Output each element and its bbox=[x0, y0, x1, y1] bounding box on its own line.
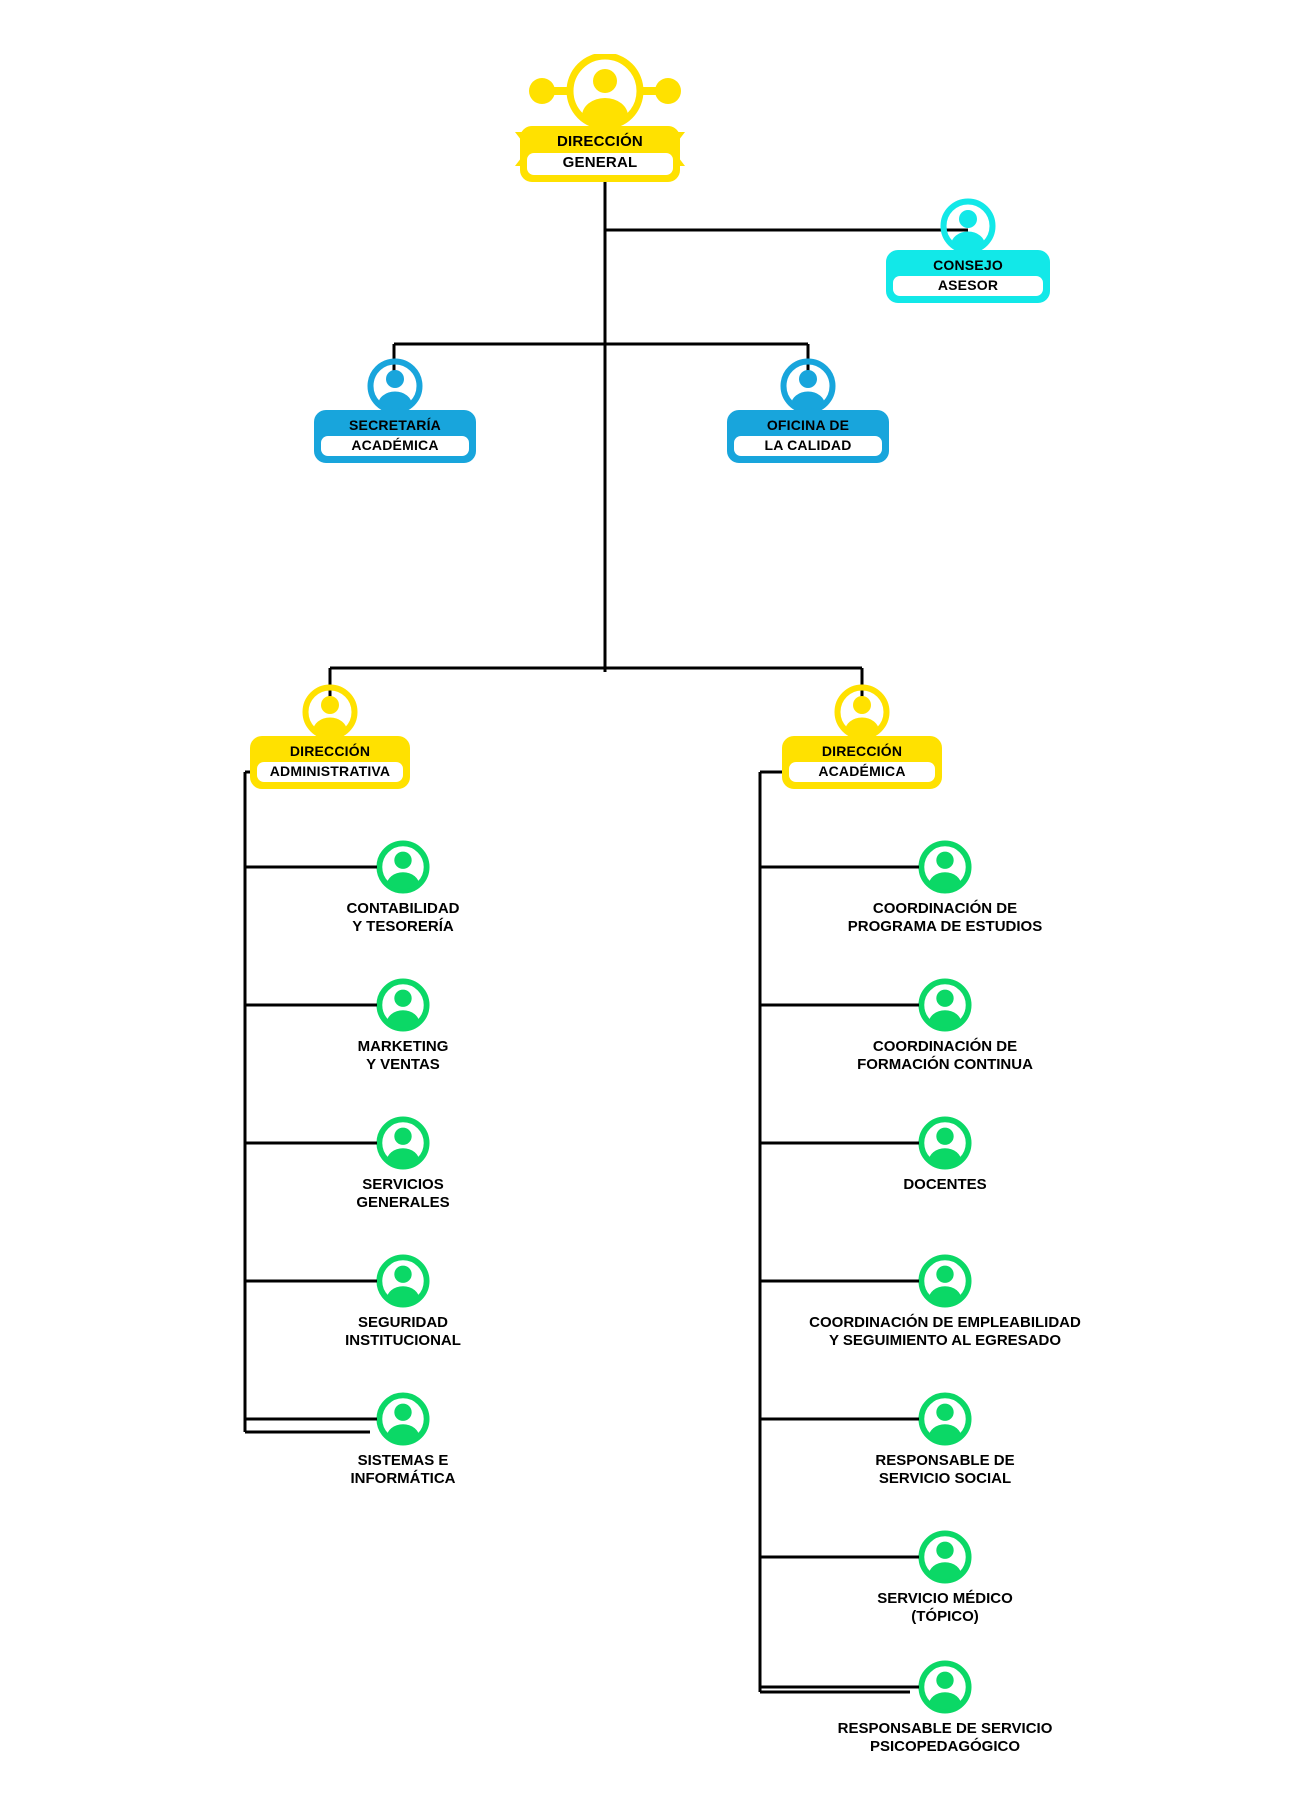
node-direccion-general[interactable]: DIRECCIÓN GENERAL bbox=[515, 52, 690, 182]
leaf-node-right-2[interactable]: DOCENTES bbox=[855, 1116, 1035, 1193]
leaf-label-right-6: RESPONSABLE DE SERVICIO PSICOPEDAGÓGICO bbox=[837, 1720, 1053, 1756]
root-banner: DIRECCIÓN GENERAL bbox=[515, 126, 690, 182]
node-direccion-administrativa[interactable]: DIRECCIÓN ADMINISTRATIVA bbox=[250, 684, 410, 790]
person-icon bbox=[918, 1392, 972, 1446]
leaf-node-left-1[interactable]: MARKETING Y VENTAS bbox=[313, 978, 493, 1073]
person-icon bbox=[376, 1116, 430, 1170]
node-consejo-asesor[interactable]: CONSEJO ASESOR bbox=[886, 198, 1050, 304]
root-icon-group bbox=[520, 52, 690, 130]
root-label-line2: GENERAL bbox=[527, 152, 673, 175]
person-icon bbox=[376, 1254, 430, 1308]
person-icon bbox=[940, 198, 996, 254]
admin-label-line1: DIRECCIÓN bbox=[289, 743, 371, 759]
leaf-label-left-1: MARKETING Y VENTAS bbox=[357, 1038, 449, 1074]
leaf-node-right-4[interactable]: RESPONSABLE DE SERVICIO SOCIAL bbox=[855, 1392, 1035, 1487]
leaf-label-left-3: SEGURIDAD INSTITUCIONAL bbox=[345, 1314, 461, 1350]
leaf-label-right-2: DOCENTES bbox=[903, 1176, 987, 1193]
academica-label-line2: ACADÉMICA bbox=[789, 761, 935, 783]
person-icon bbox=[529, 52, 681, 130]
leaf-label-right-0: COORDINACIÓN DE PROGRAMA DE ESTUDIOS bbox=[847, 900, 1043, 936]
leaf-label-right-3: COORDINACIÓN DE EMPLEABILIDAD Y SEGUIMIE… bbox=[809, 1314, 1081, 1350]
person-icon bbox=[302, 684, 358, 740]
person-icon bbox=[376, 978, 430, 1032]
oficina-label-line1: OFICINA DE bbox=[766, 417, 850, 433]
leaf-node-right-6[interactable]: RESPONSABLE DE SERVICIO PSICOPEDAGÓGICO bbox=[838, 1660, 1052, 1755]
leaf-node-right-1[interactable]: COORDINACIÓN DE FORMACIÓN CONTINUA bbox=[855, 978, 1035, 1073]
person-icon bbox=[918, 840, 972, 894]
person-icon bbox=[918, 1530, 972, 1584]
leaf-label-right-4: RESPONSABLE DE SERVICIO SOCIAL bbox=[875, 1452, 1015, 1488]
person-icon bbox=[918, 1116, 972, 1170]
leaf-label-right-1: COORDINACIÓN DE FORMACIÓN CONTINUA bbox=[857, 1038, 1033, 1074]
root-label-line1: DIRECCIÓN bbox=[557, 133, 643, 150]
secretaria-label-line1: SECRETARÍA bbox=[349, 417, 441, 433]
leaf-label-right-5: SERVICIO MÉDICO (TÓPICO) bbox=[877, 1590, 1013, 1626]
person-icon bbox=[367, 358, 423, 414]
node-oficina-calidad[interactable]: OFICINA DE LA CALIDAD bbox=[727, 358, 889, 464]
person-icon bbox=[918, 1660, 972, 1714]
secretaria-label-line2: ACADÉMICA bbox=[321, 435, 469, 457]
oficina-label-line2: LA CALIDAD bbox=[734, 435, 882, 457]
person-icon bbox=[780, 358, 836, 414]
person-icon bbox=[834, 684, 890, 740]
node-direccion-academica[interactable]: DIRECCIÓN ACADÉMICA bbox=[782, 684, 942, 790]
admin-label-line2: ADMINISTRATIVA bbox=[257, 761, 403, 783]
leaf-label-left-0: CONTABILIDAD Y TESORERÍA bbox=[346, 900, 460, 936]
leaf-node-left-3[interactable]: SEGURIDAD INSTITUCIONAL bbox=[313, 1254, 493, 1349]
person-icon bbox=[918, 978, 972, 1032]
person-icon bbox=[376, 840, 430, 894]
leaf-node-left-4[interactable]: SISTEMAS E INFORMÁTICA bbox=[313, 1392, 493, 1487]
leaf-node-left-0[interactable]: CONTABILIDAD Y TESORERÍA bbox=[313, 840, 493, 935]
leaf-node-right-5[interactable]: SERVICIO MÉDICO (TÓPICO) bbox=[855, 1530, 1035, 1625]
leaf-label-left-4: SISTEMAS E INFORMÁTICA bbox=[350, 1452, 456, 1488]
leaf-node-left-2[interactable]: SERVICIOS GENERALES bbox=[313, 1116, 493, 1211]
leaf-node-right-3[interactable]: COORDINACIÓN DE EMPLEABILIDAD Y SEGUIMIE… bbox=[809, 1254, 1081, 1349]
consejo-label-line2: ASESOR bbox=[893, 275, 1043, 297]
leaf-label-left-2: SERVICIOS GENERALES bbox=[356, 1176, 450, 1212]
node-secretaria-academica[interactable]: SECRETARÍA ACADÉMICA bbox=[314, 358, 476, 464]
person-icon bbox=[918, 1254, 972, 1308]
academica-label-line1: DIRECCIÓN bbox=[821, 743, 903, 759]
leaf-node-right-0[interactable]: COORDINACIÓN DE PROGRAMA DE ESTUDIOS bbox=[848, 840, 1042, 935]
person-icon bbox=[376, 1392, 430, 1446]
consejo-label-line1: CONSEJO bbox=[933, 257, 1003, 273]
